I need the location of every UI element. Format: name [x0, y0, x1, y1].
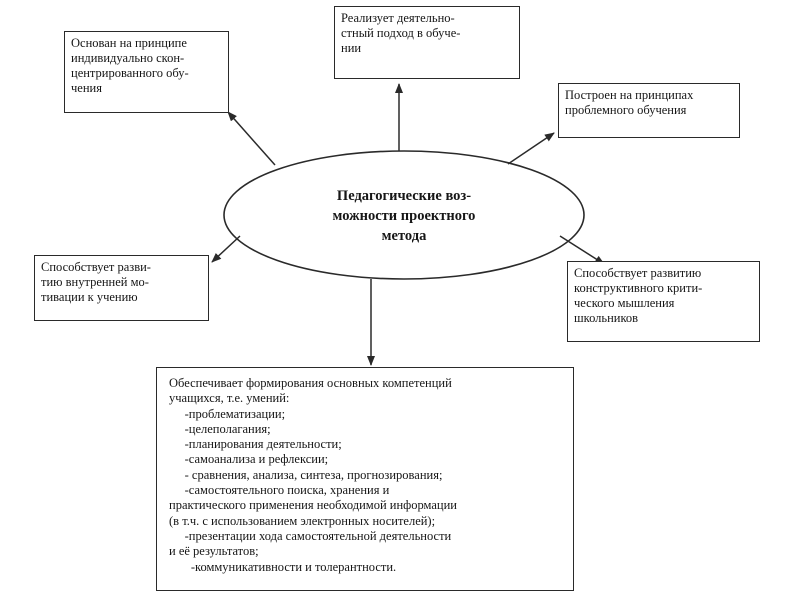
box-mid-left: Способствует разви- тию внутренней мо- т… — [34, 255, 209, 321]
competency-line: -проблематизации; — [169, 406, 286, 421]
competency-line: -презентации хода самостоятельной деятел… — [169, 528, 452, 543]
arrow-to-mid-right-box — [559, 235, 605, 265]
competency-line: -коммуникативности и толерантности. — [169, 559, 397, 574]
competency-line: практического применения необходимой инф… — [169, 498, 457, 513]
competency-line: (в т.ч. с использованием электронных нос… — [169, 513, 436, 528]
arrow-to-top-right-box — [507, 132, 555, 165]
competency-line: учащихся, т.е. умений: — [169, 391, 290, 406]
competency-line: -планирования деятельности; — [169, 437, 342, 452]
competency-line: Обеспечивает формирования основных компе… — [169, 376, 452, 390]
box-bottom-competencies: Обеспечивает формирования основных компе… — [156, 367, 574, 591]
competency-line: и её результатов; — [169, 544, 259, 559]
competency-line: -самоанализа и рефлексии; — [169, 452, 329, 467]
box-mid-right: Способствует развитию конструктивного кр… — [567, 261, 760, 342]
box-top-center: Реализует деятельно- стный подход в обуч… — [334, 6, 520, 79]
box-top-left: Основан на принципе индивидуально скон- … — [64, 31, 229, 113]
arrow-to-top-left-box — [227, 111, 276, 166]
competency-line: - сравнения, анализа, синтеза, прогнозир… — [169, 467, 443, 482]
competency-line: -самостоятельного поиска, хранения и — [169, 483, 390, 498]
competency-line: -целеполагания; — [169, 421, 271, 436]
center-ellipse — [223, 150, 585, 280]
arrow-to-mid-left-box — [211, 235, 241, 263]
box-top-right: Построен на принципах проблемного обучен… — [558, 83, 740, 138]
center-title: Педагогические воз- можности проектного … — [332, 188, 476, 244]
